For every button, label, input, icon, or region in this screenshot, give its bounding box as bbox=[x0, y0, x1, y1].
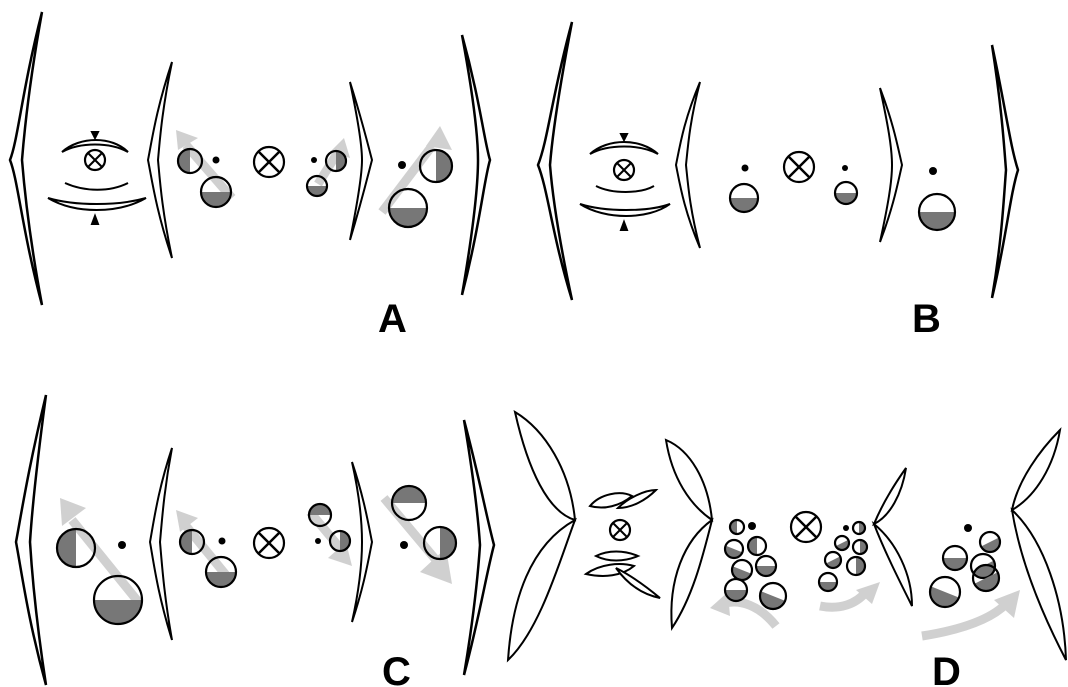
small-dot bbox=[315, 538, 321, 544]
leaf-margin-outline bbox=[880, 88, 902, 242]
half-filled-circle bbox=[389, 189, 427, 227]
small-dot bbox=[929, 167, 937, 175]
small-dot bbox=[843, 525, 849, 531]
half-filled-circle bbox=[420, 150, 452, 182]
cell-cluster bbox=[930, 524, 1000, 607]
half-filled-circle bbox=[943, 546, 967, 570]
half-filled-circle bbox=[919, 194, 955, 230]
panel-label: A bbox=[378, 297, 407, 341]
vessel-cross-symbol bbox=[784, 152, 814, 182]
half-filled-circle bbox=[760, 583, 786, 609]
half-filled-circle bbox=[392, 486, 426, 520]
half-filled-circle bbox=[730, 520, 744, 534]
leaf-outline bbox=[616, 568, 660, 598]
half-filled-circle bbox=[725, 540, 743, 558]
half-filled-circle bbox=[424, 527, 456, 559]
leaf-margin-outline bbox=[464, 420, 494, 675]
half-filled-circle bbox=[847, 557, 865, 575]
leaf-margin-outline bbox=[538, 22, 572, 300]
leaf-margin-outline bbox=[992, 45, 1018, 298]
leaf-outline bbox=[874, 468, 906, 524]
panel-label: B bbox=[912, 297, 941, 341]
leaf-outline bbox=[671, 520, 712, 628]
cell-cluster bbox=[819, 522, 867, 591]
half-filled-circle bbox=[835, 182, 857, 204]
primordium bbox=[48, 132, 146, 224]
panel-d: D bbox=[508, 412, 1066, 687]
leaf-outline bbox=[1012, 430, 1060, 510]
small-dot bbox=[118, 541, 126, 549]
small-dot bbox=[311, 157, 317, 163]
small-dot bbox=[219, 538, 226, 545]
half-filled-circle bbox=[725, 579, 747, 601]
vessel-cross-symbol bbox=[614, 160, 634, 180]
half-filled-circle bbox=[825, 552, 841, 568]
small-dot bbox=[213, 157, 220, 164]
panel-label: D bbox=[932, 650, 961, 687]
half-filled-circle bbox=[980, 532, 1000, 552]
panel-c: C bbox=[16, 395, 494, 687]
leaf-margin-outline bbox=[16, 395, 46, 685]
small-dot bbox=[748, 522, 756, 530]
half-filled-circle bbox=[748, 537, 766, 555]
half-filled-circle bbox=[756, 556, 776, 576]
cell-cluster bbox=[725, 520, 786, 609]
vessel-cross-symbol bbox=[254, 528, 284, 558]
leaf-margin-outline bbox=[148, 62, 172, 258]
half-filled-circle bbox=[930, 577, 960, 607]
half-filled-circle bbox=[853, 540, 867, 554]
vessel-cross-symbol bbox=[610, 520, 630, 540]
panel-a: A bbox=[10, 12, 490, 341]
small-dot bbox=[400, 541, 408, 549]
small-dot bbox=[742, 165, 749, 172]
leaf-margin-outline bbox=[10, 12, 42, 305]
vessel-cross-symbol bbox=[791, 512, 821, 542]
small-dot bbox=[842, 165, 848, 171]
half-filled-circle bbox=[206, 557, 236, 587]
vessel-cross-symbol bbox=[85, 150, 105, 170]
panel-label: C bbox=[382, 650, 411, 687]
half-filled-circle bbox=[819, 573, 837, 591]
leaf-margin-outline bbox=[150, 448, 172, 640]
leaf-outline bbox=[508, 520, 575, 660]
small-dot bbox=[964, 524, 972, 532]
half-filled-circle bbox=[835, 536, 849, 550]
leaf-outline bbox=[515, 412, 575, 520]
panel-b: B bbox=[538, 22, 1018, 341]
primordium bbox=[580, 134, 670, 230]
half-filled-circle bbox=[730, 184, 758, 212]
small-dot bbox=[398, 161, 406, 169]
leaf-outline bbox=[1012, 510, 1066, 660]
half-filled-circle bbox=[732, 560, 752, 580]
vessel-cross-symbol bbox=[254, 147, 284, 177]
leaf-margin-outline bbox=[352, 462, 372, 622]
leaf-outline bbox=[666, 440, 712, 520]
leaf-outline bbox=[596, 552, 638, 561]
leaf-margin-outline bbox=[676, 82, 700, 248]
leaf-margin-outline bbox=[350, 82, 372, 240]
half-filled-circle bbox=[853, 522, 865, 534]
leaf-margin-outline bbox=[462, 35, 490, 295]
leaf-outline bbox=[874, 524, 912, 606]
